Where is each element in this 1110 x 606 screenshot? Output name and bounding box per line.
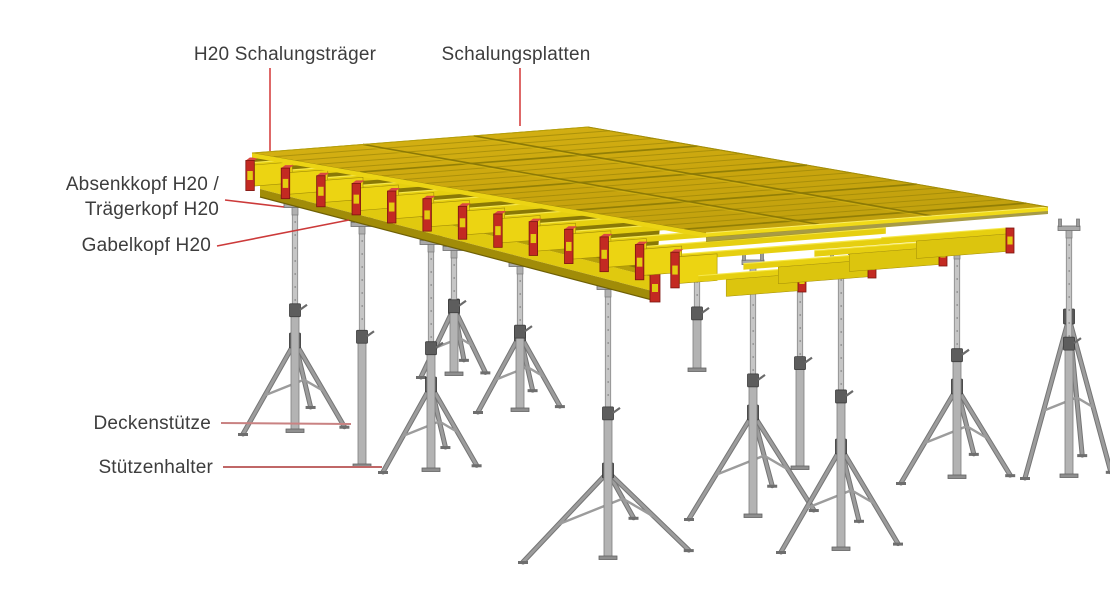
deck-right-edge	[706, 207, 1048, 237]
ceiling-prop	[378, 232, 482, 475]
label-absenkkopf-traegerkopf: Absenkkopf H20 / Trägerkopf H20	[30, 172, 219, 222]
h20-beams-right	[698, 227, 1015, 297]
ceiling-prop	[776, 253, 903, 555]
label-h20-schalungstraeger: H20 Schalungsträger	[150, 42, 420, 67]
label-deckenstuetze: Deckenstütze	[30, 411, 211, 436]
h20-beam	[881, 227, 1015, 259]
label-text-line1: Absenkkopf H20 /	[65, 174, 219, 195]
leader-line-gabelkopf	[216, 219, 350, 247]
label-text: Deckenstütze	[93, 413, 211, 434]
label-text-line2: Trägerkopf H20	[84, 199, 219, 220]
ceiling-prop	[416, 238, 491, 380]
ceiling-prop	[896, 239, 1016, 486]
ceiling-prop	[473, 254, 565, 415]
ceiling-prop	[238, 195, 350, 437]
label-schalungsplatten: Schalungsplatten	[421, 42, 611, 67]
ceiling-prop	[1020, 218, 1110, 481]
label-text: Schalungsplatten	[441, 44, 591, 65]
ceiling-prop	[518, 277, 694, 565]
label-gabelkopf: Gabelkopf H20	[30, 233, 211, 258]
h20-beams-front	[245, 157, 718, 289]
ceiling-prop	[788, 262, 813, 470]
deck-front-edge	[252, 153, 706, 238]
ceiling-prop	[684, 252, 819, 522]
formwork-deck	[251, 126, 1049, 238]
leader-line-absenkkopf	[224, 199, 285, 208]
label-text: Stützenhalter	[98, 457, 213, 478]
ceiling-prop	[350, 214, 375, 468]
label-text: H20 Schalungsträger	[193, 44, 377, 65]
leader-line-deckenstuetze	[220, 422, 352, 425]
label-stuetzenhalter: Stützenhalter	[30, 455, 213, 480]
label-text: Gabelkopf H20	[81, 235, 211, 256]
